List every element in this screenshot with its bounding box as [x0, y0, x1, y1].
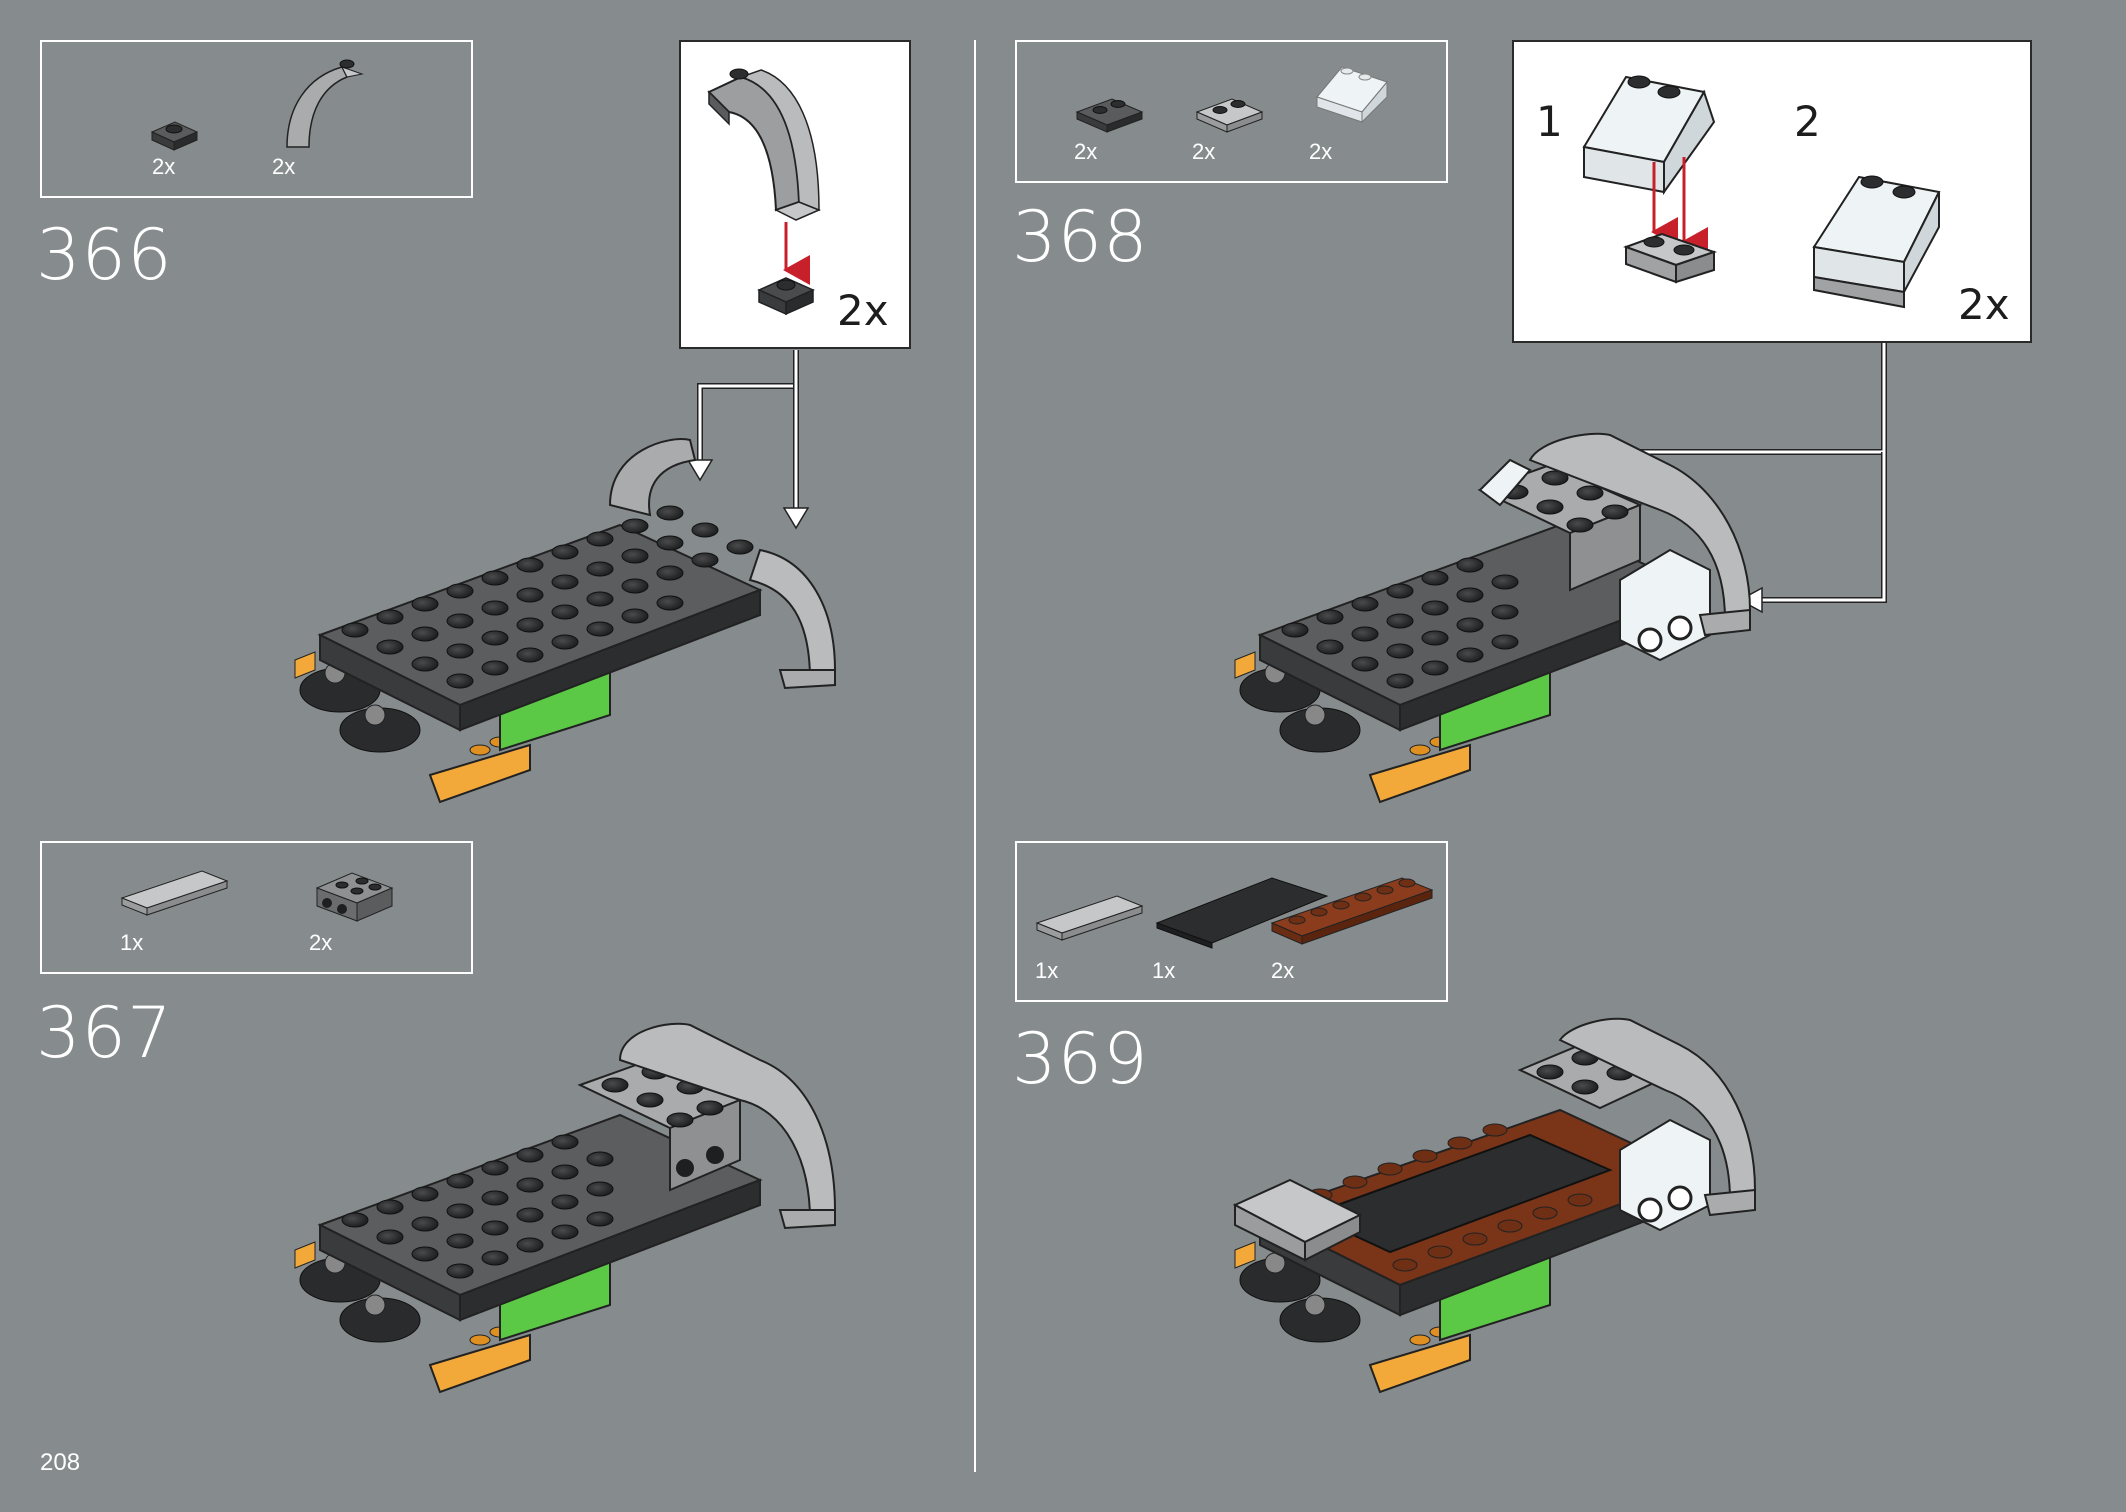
- step-367-part-1-qty: 1x: [120, 930, 144, 955]
- plate-1x6-brown-icon: [1270, 877, 1434, 945]
- plate-1x1-dark-gray-icon: [150, 121, 199, 151]
- step-368-part-3-qty: 2x: [1309, 139, 1333, 164]
- brick-with-studs-on-side-icon: [315, 872, 394, 922]
- step-368-part-2-qty: 2x: [1192, 139, 1216, 164]
- curved-slope-on-plate-icon: [707, 68, 821, 316]
- trans-slope-on-plate-icon: [1582, 75, 1941, 309]
- step-369-part-1-qty: 1x: [1035, 958, 1059, 983]
- step-366-number: 366: [36, 214, 173, 296]
- curved-slope-light-gray-icon: [286, 59, 364, 148]
- step-368-number: 368: [1012, 196, 1149, 278]
- step-369-parts-box: 1x 1x 2x: [1015, 841, 1448, 1002]
- step-369-part-3-qty: 2x: [1271, 958, 1295, 983]
- step-369-part-2-qty: 1x: [1152, 958, 1176, 983]
- step-366-callout-qty: 2x: [837, 286, 889, 335]
- slope-2x2-trans-clear-icon: [1316, 66, 1388, 124]
- step-366-model: [294, 438, 837, 804]
- step-368-callout: 1 2 2x: [1512, 40, 2032, 343]
- tile-1x4-light-gray-icon: [1035, 895, 1144, 941]
- page-number: 208: [40, 1449, 81, 1476]
- step-369-number: 369: [1012, 1018, 1149, 1100]
- tile-2x6-black-icon: [1155, 877, 1329, 949]
- step-368-model: [1234, 432, 1752, 804]
- step-367-part-2-qty: 2x: [309, 930, 333, 955]
- step-367-number: 367: [36, 992, 173, 1074]
- step-368-callout-sub1: 1: [1536, 97, 1563, 146]
- step-368-callout-sub2: 2: [1794, 97, 1821, 146]
- plate-1x2-light-gray-icon: [1195, 98, 1264, 133]
- page-divider: [974, 40, 976, 1472]
- step-367-model: [294, 1022, 837, 1394]
- step-367-parts-box: 1x 2x: [40, 841, 473, 974]
- step-366-part-2-qty: 2x: [272, 154, 296, 179]
- plate-1x2-dark-gray-icon: [1075, 98, 1144, 133]
- step-368-part-1-qty: 2x: [1074, 139, 1098, 164]
- step-366-callout: 2x: [679, 40, 911, 349]
- step-369-model: [1232, 1017, 1757, 1394]
- step-366-part-1-qty: 2x: [152, 154, 176, 179]
- step-368-parts-box: 2x 2x 2x: [1015, 40, 1448, 183]
- step-366-parts-box: 2x 2x: [40, 40, 473, 198]
- tile-1x4-light-gray-icon: [120, 870, 229, 916]
- step-368-callout-qty: 2x: [1958, 280, 2010, 329]
